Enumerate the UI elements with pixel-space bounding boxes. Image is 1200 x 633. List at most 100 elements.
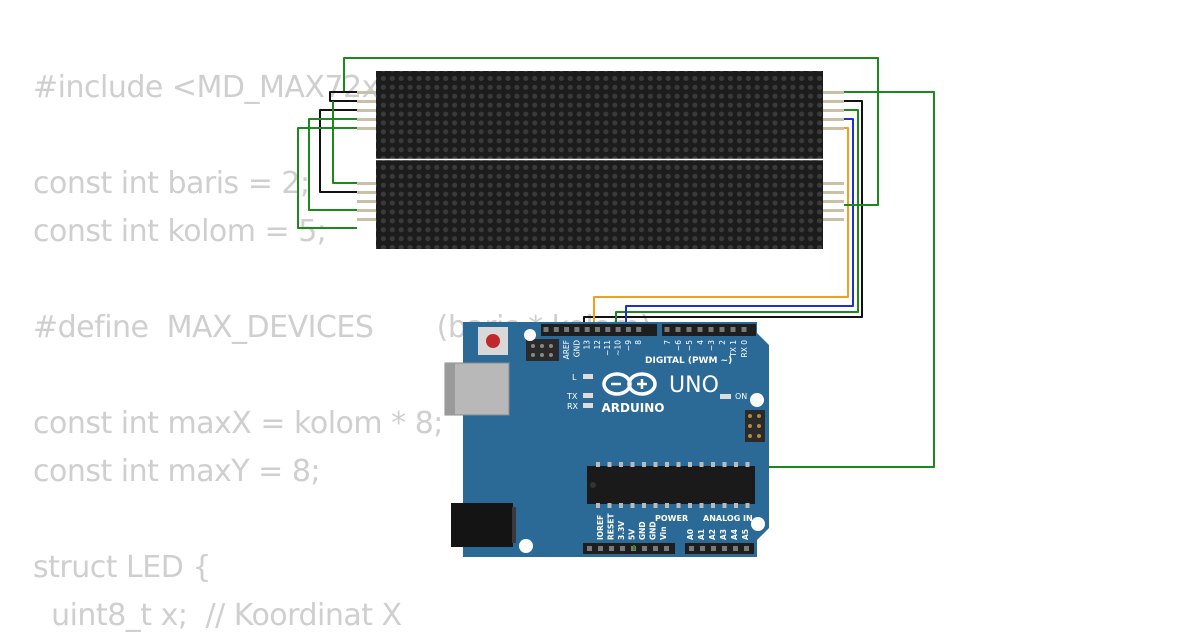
wire-blue-data xyxy=(625,118,854,330)
pin-hole xyxy=(730,327,736,332)
code-line: const int baris = 2; xyxy=(33,166,310,201)
pin-hole xyxy=(711,546,716,551)
chip-pin xyxy=(688,462,692,467)
power-label: POWER xyxy=(655,514,688,523)
led-rx-label: RX xyxy=(567,402,579,411)
pin-hole xyxy=(653,546,658,551)
power-pin-label: IOREF xyxy=(596,515,605,540)
pin-hole xyxy=(564,327,570,332)
led-l xyxy=(583,374,593,379)
wire-black-loop xyxy=(329,91,357,102)
pin-hole xyxy=(620,546,625,551)
pin-hole xyxy=(642,546,647,551)
pin-hole xyxy=(664,327,670,332)
code-line: const int maxX = kolom * 8; xyxy=(33,406,443,441)
chip-pin xyxy=(653,503,658,508)
digital-pin-label: TX 1 xyxy=(729,340,738,358)
pin-hole xyxy=(722,546,727,551)
pin-hole xyxy=(595,327,600,332)
pin-hole xyxy=(741,327,747,332)
pin-hole xyxy=(689,546,694,551)
wire-green-left-3 xyxy=(332,101,357,184)
pin-hole xyxy=(543,327,549,332)
mount-hole xyxy=(750,393,764,407)
digital-pin-holes xyxy=(543,327,747,332)
pin-hole xyxy=(719,327,725,332)
digital-pin-label: ~9 xyxy=(624,340,633,351)
chip-pin xyxy=(642,503,646,508)
digital-pin-label: GND xyxy=(572,340,581,357)
led-tx-label: TX xyxy=(566,392,578,401)
power-pin-label: GND xyxy=(649,521,658,540)
code-line: const int kolom = 5; xyxy=(33,214,327,249)
digital-pin-label: 8 xyxy=(634,340,643,345)
icsp-header-top xyxy=(526,339,559,361)
atmega-chip xyxy=(587,466,755,504)
chip-pin xyxy=(596,462,600,467)
power-jack xyxy=(451,503,513,547)
digital-pin-label: 4 xyxy=(696,340,705,345)
digital-pin-label: 7 xyxy=(663,340,672,345)
digital-pin-label: 12 xyxy=(593,340,602,350)
digital-pin-label: 2 xyxy=(718,340,727,345)
digital-pin-label: ~11 xyxy=(603,340,612,356)
pin-hole xyxy=(708,327,714,332)
chip-pin xyxy=(619,503,623,508)
arduino-uno-board[interactable]: ARDUINO UNO DIGITAL (PWM ~) L TX RX ON P… xyxy=(444,322,769,557)
chip-pin xyxy=(699,462,704,467)
icsp-header-right xyxy=(745,410,765,442)
chip-pin xyxy=(630,462,635,467)
analog-pin-label: A2 xyxy=(708,529,717,540)
digital-pin-label: ~10 xyxy=(614,340,623,356)
pin-hole xyxy=(744,546,749,551)
wire-black-gnd xyxy=(583,100,863,330)
pin-hole xyxy=(675,327,681,332)
analog-pin-label: A4 xyxy=(730,529,739,540)
chip-pin xyxy=(745,462,750,467)
pin-hole xyxy=(700,546,705,551)
chip-pin xyxy=(619,462,623,467)
power-pin-label: Vin xyxy=(659,526,668,540)
digital-pin-label: ~6 xyxy=(674,340,683,351)
pin-hole xyxy=(733,546,738,551)
wire-green-right xyxy=(844,92,879,206)
analog-header xyxy=(685,543,754,554)
chip-pin xyxy=(711,503,715,508)
mount-hole xyxy=(519,539,533,553)
analog-pin-label: A5 xyxy=(741,529,750,540)
chip-pin xyxy=(665,462,669,467)
chip-pin xyxy=(653,462,658,467)
chip-pin xyxy=(607,462,612,467)
led-matrix-bottom[interactable] xyxy=(376,160,823,249)
chip-pin xyxy=(699,503,704,508)
led-on xyxy=(720,394,731,399)
pin-hole xyxy=(609,546,614,551)
wire-green-left-2 xyxy=(297,127,357,229)
led-matrix-top[interactable] xyxy=(376,71,823,159)
matrix-pins-left xyxy=(357,91,376,221)
chip-pins xyxy=(596,462,750,508)
pin-hole xyxy=(615,327,621,332)
wire-orange-data xyxy=(593,127,849,330)
power-pin-label: RESET xyxy=(607,513,616,540)
pin-hole xyxy=(686,327,692,332)
led-rx xyxy=(583,403,593,408)
analog-pin-label: A3 xyxy=(719,529,728,540)
pin-hole xyxy=(636,327,642,332)
chip-pin xyxy=(630,503,635,508)
led-l-label: L xyxy=(572,373,577,382)
wire-green-data xyxy=(615,109,859,330)
chip-pin xyxy=(722,462,727,467)
digital-pin-label: AREF xyxy=(562,340,571,359)
mount-hole xyxy=(751,517,765,531)
arduino-logo xyxy=(602,372,657,396)
digital-pin-label: ~5 xyxy=(685,340,694,351)
pin-hole xyxy=(553,327,559,332)
code-line: const int maxY = 8; xyxy=(33,454,321,489)
led-tx xyxy=(583,393,593,398)
pin-hole xyxy=(598,546,603,551)
pin-hole xyxy=(697,327,703,332)
led-on-label: ON xyxy=(735,392,747,401)
